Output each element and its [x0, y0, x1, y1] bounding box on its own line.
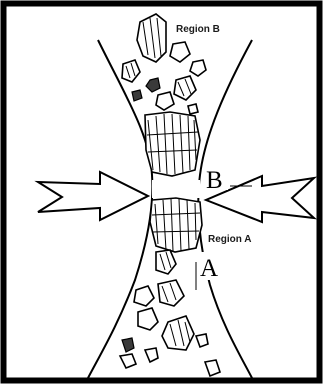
- region-b-label: Region B: [176, 24, 220, 35]
- constriction-gap: [152, 180, 200, 198]
- region-a-label: Region A: [208, 234, 252, 245]
- letter-a-label: A: [200, 255, 218, 282]
- upper-packed-grains: [145, 112, 200, 176]
- letter-b-label: B: [206, 167, 223, 194]
